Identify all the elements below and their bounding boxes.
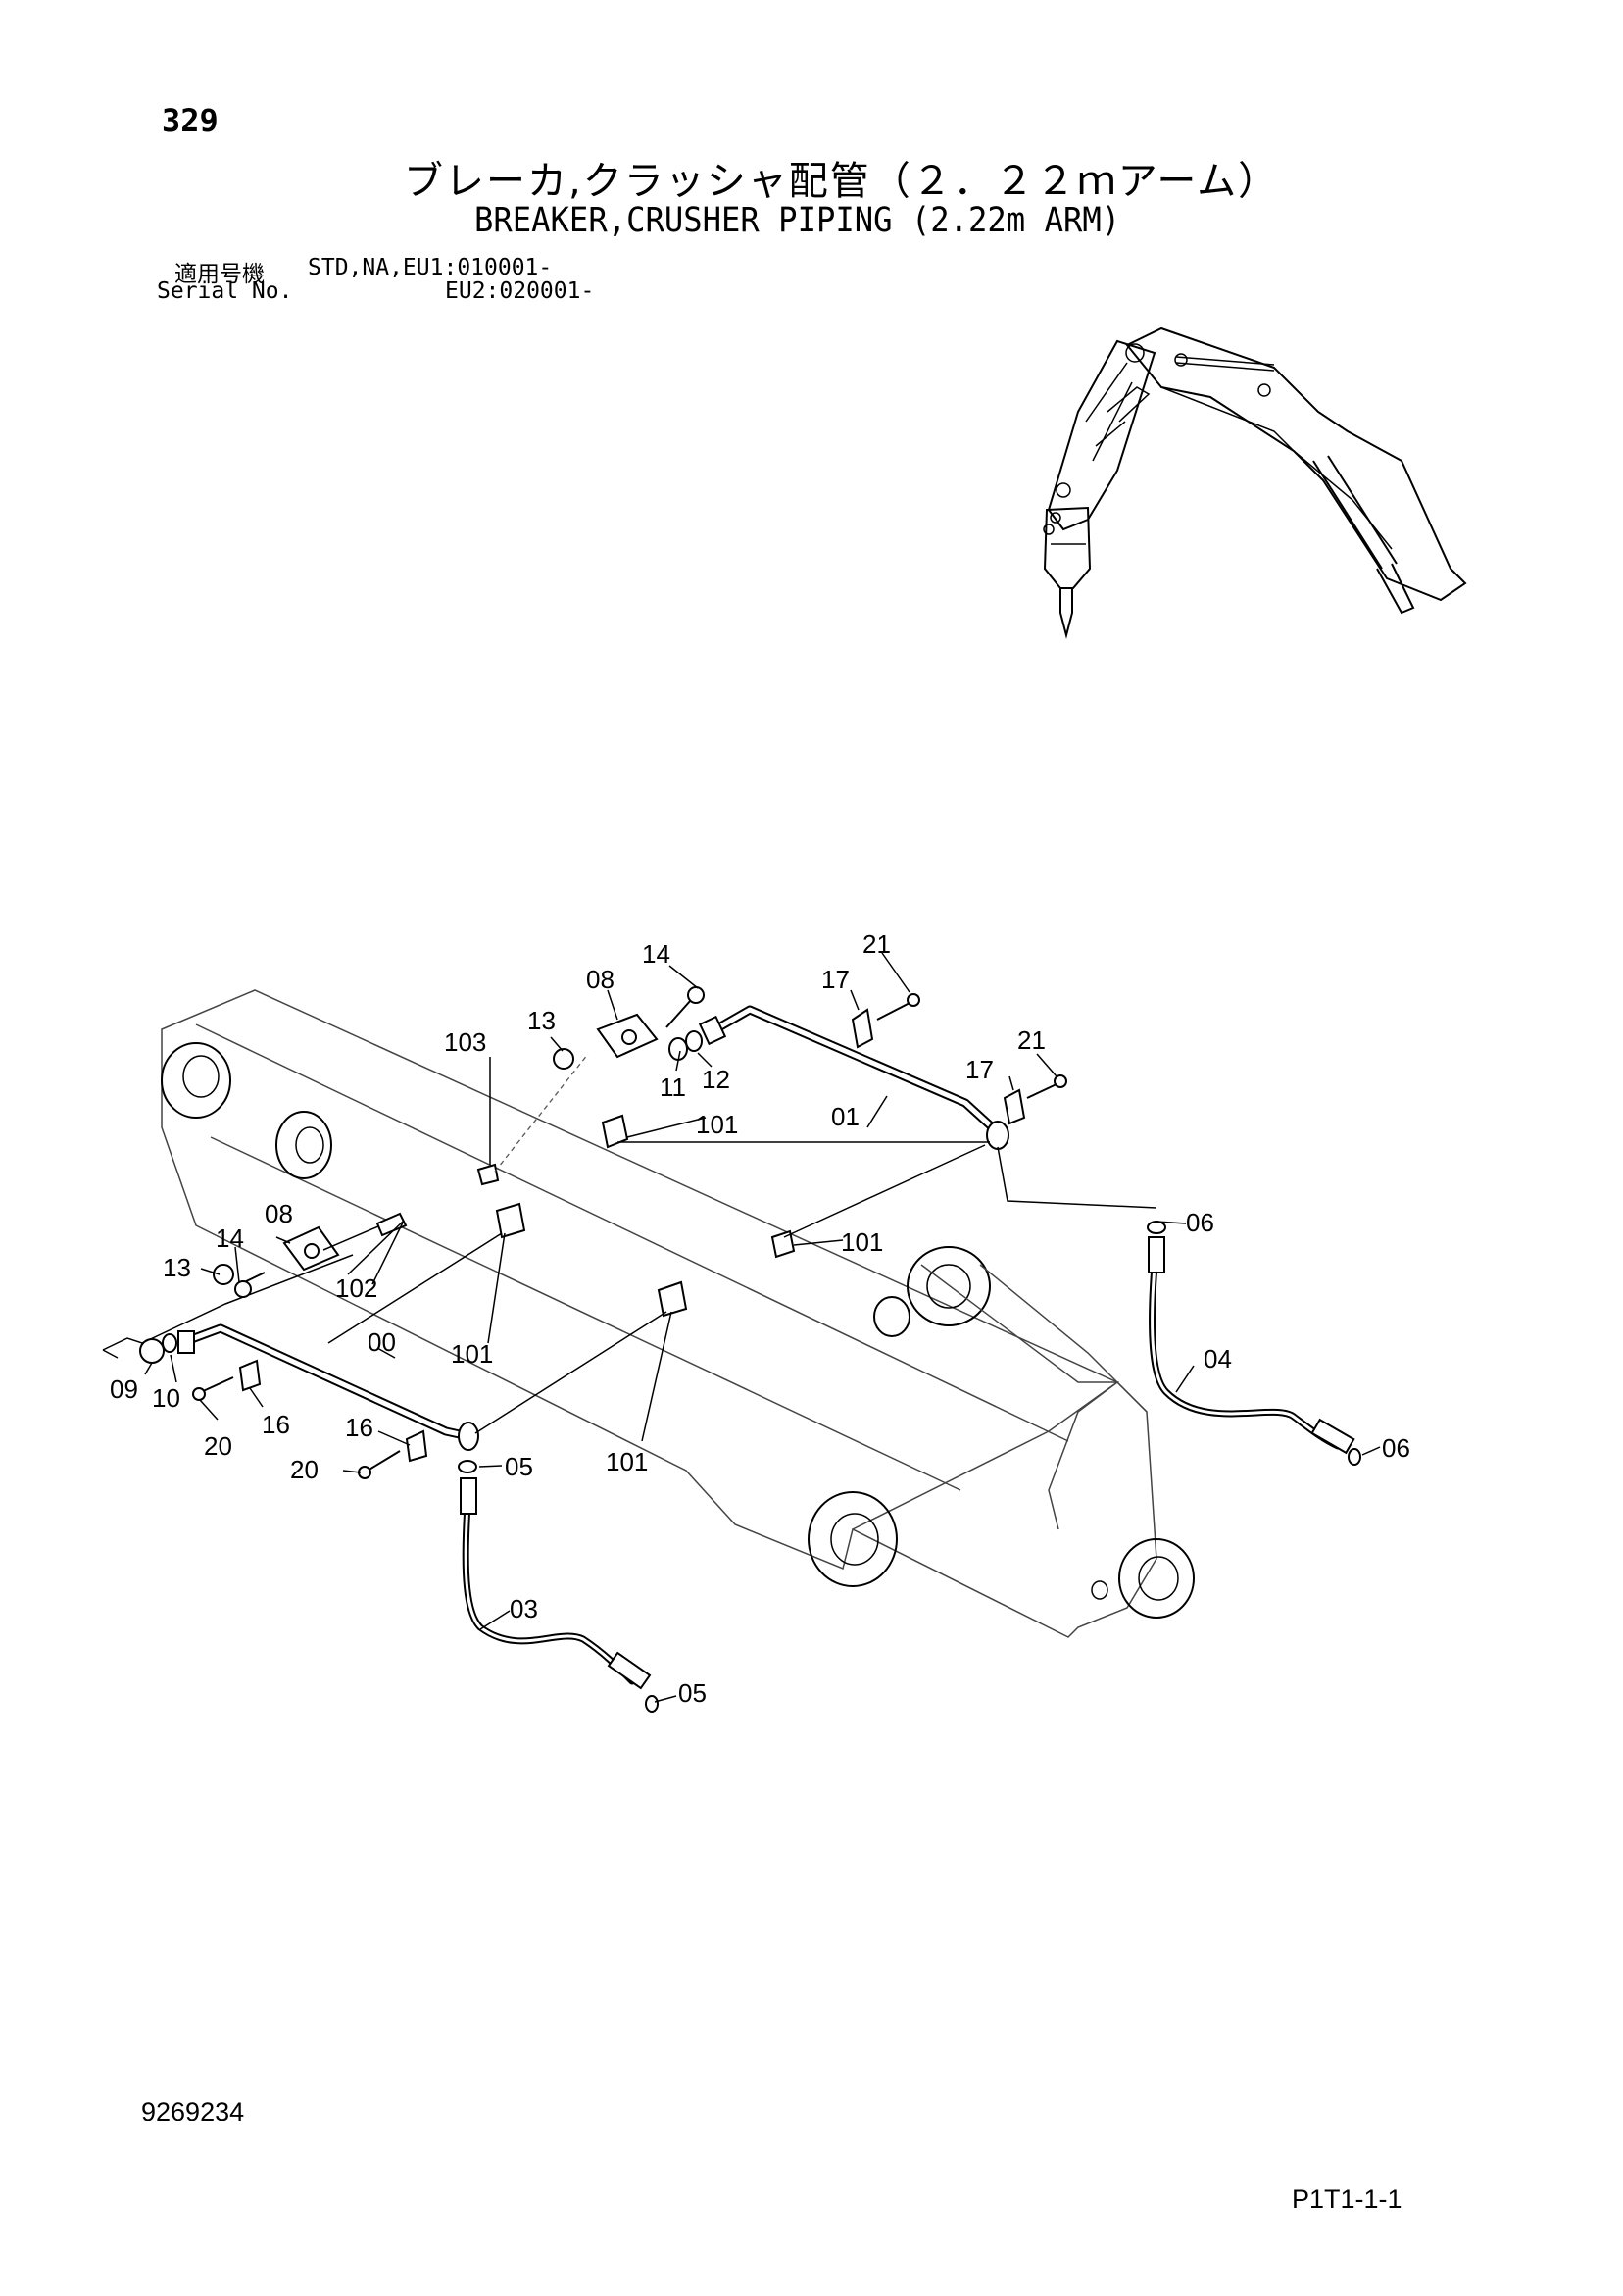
- callout-101-b: 101: [841, 1227, 883, 1257]
- callout-12: 12: [702, 1065, 730, 1094]
- callout-03: 03: [510, 1594, 538, 1623]
- callout-14-upper: 14: [642, 939, 670, 969]
- serial-range-2: EU2:020001-: [445, 278, 595, 304]
- callout-17-lower: 17: [965, 1055, 994, 1084]
- callout-13-upper: 13: [527, 1006, 556, 1035]
- lower-pipe-assembly: [102, 1202, 688, 1713]
- upper-pipe-assembly: [476, 986, 1361, 1466]
- page-number: 329: [162, 102, 219, 139]
- callout-01: 01: [831, 1102, 860, 1131]
- callout-00: 00: [368, 1327, 396, 1357]
- callout-101-a: 101: [696, 1110, 738, 1139]
- callout-11: 11: [660, 1073, 686, 1102]
- document-id: 9269234: [141, 2097, 245, 2126]
- callout-labels: 14 08 13 103 11 12 21 17 21 17 01 101 10…: [110, 929, 1410, 1708]
- serial-label-japanese: 適用号機: [174, 262, 265, 287]
- title-english: BREAKER,CRUSHER PIPING (2.22m ARM): [474, 201, 1121, 240]
- callout-16-right: 16: [345, 1413, 373, 1442]
- callout-13-lower: 13: [163, 1253, 191, 1282]
- callout-10: 10: [152, 1383, 180, 1413]
- callout-06-upper: 06: [1186, 1208, 1214, 1237]
- title-japanese: ブレーカ,クラッシャ配管（２．２２ｍアーム）: [404, 159, 1280, 204]
- boom-overview-illustration: [1043, 326, 1467, 639]
- page-code: P1T1-1-1: [1292, 2184, 1402, 2214]
- callout-08-lower: 08: [265, 1199, 293, 1228]
- callout-102: 102: [335, 1273, 377, 1303]
- callout-20-left: 20: [204, 1431, 232, 1461]
- callout-09: 09: [110, 1374, 138, 1404]
- callout-16-left: 16: [262, 1410, 290, 1439]
- callout-08-upper: 08: [586, 965, 615, 994]
- serial-label-english: Serial No.: [157, 278, 293, 304]
- callout-101-d: 101: [606, 1447, 648, 1476]
- arm-body: [161, 989, 1195, 1638]
- callout-20-right: 20: [290, 1455, 319, 1484]
- callout-17-upper: 17: [821, 965, 850, 994]
- callout-14-lower: 14: [216, 1223, 244, 1253]
- callout-05-upper: 05: [505, 1452, 533, 1481]
- callout-06-lower: 06: [1382, 1433, 1410, 1463]
- callout-leaders: [144, 952, 1381, 1703]
- callout-05-lower: 05: [678, 1678, 707, 1708]
- serial-range-1: STD,NA,EU1:010001-: [308, 255, 553, 280]
- callout-21-upper: 21: [862, 929, 891, 959]
- callout-04: 04: [1204, 1344, 1232, 1373]
- callout-21-lower: 21: [1017, 1025, 1046, 1055]
- callout-101-c: 101: [451, 1339, 493, 1369]
- callout-103: 103: [444, 1027, 486, 1057]
